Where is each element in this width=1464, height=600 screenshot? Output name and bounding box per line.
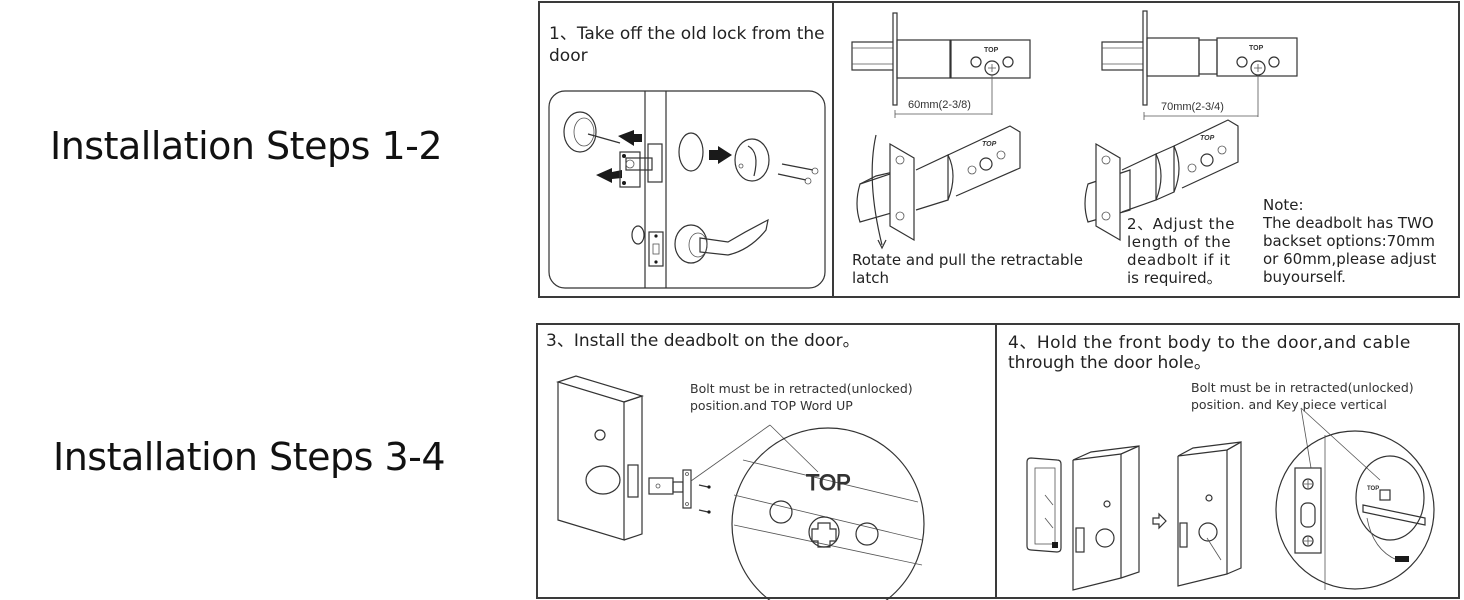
latch-top-view-70mm: TOP [1101,10,1298,120]
screws [777,163,819,185]
arrow-right-icon [709,146,732,164]
latch-perspective-adjust: TOP [1084,119,1239,242]
callout-leader [1300,407,1381,481]
old-lever-handle [674,218,769,264]
key-zoom-circle: TOP [1275,430,1435,590]
step1-heading-line2: door [549,46,588,66]
top-label: TOP [1249,45,1264,52]
deadbolt-latch [648,469,692,509]
old-deadbolt-cylinder [563,111,621,153]
step1-heading-line1: 1、Take off the old lock from the [549,24,825,44]
note-line3: or 60mm,please adjust [1263,250,1437,268]
door-block-left [1072,445,1140,591]
screws [698,484,711,514]
arrow-right-icon [1152,512,1167,530]
top-label: TOP [806,470,851,495]
row-title-steps-1-2: Installation Steps 1-2 [50,124,443,168]
step1-illustration [548,90,826,289]
old-latch [619,143,663,188]
strike-plate [648,231,664,267]
note-title: Note: [1263,196,1304,214]
callout-leader [769,424,819,473]
panel-divider [995,323,997,599]
note-line1: The deadbolt has TWO [1263,214,1434,232]
callout-leader [690,424,771,482]
latch-hole [631,225,645,245]
front-lock-body [1026,457,1062,553]
dimension-70mm: 70mm(2-3/4) [1161,101,1224,113]
step3-callout-line2: position.and TOP Word UP [690,398,853,413]
step3-heading: 3、Install the deadbolt on the door。 [546,331,860,351]
step3-illustration: TOP [556,375,925,600]
top-label: TOP [1367,486,1379,492]
dimension-60mm: 60mm(2-3/8) [908,99,971,111]
rotate-caption-line2: latch [852,269,889,287]
door-hole [678,132,704,172]
latch-perspective-rotate: TOP [856,125,1021,250]
old-thumbturn [734,138,770,182]
step4-illustration: TOP [1026,407,1435,591]
note-line2: backset options:70mm [1263,232,1435,250]
steps-1-2-frame [538,1,1460,298]
callout-leader [1300,407,1312,469]
top-zoom-circle: TOP [731,427,925,600]
arrow-left-icon [596,168,622,183]
step2-line1: 2、Adjust the [1127,215,1236,233]
rotate-caption-line1: Rotate and pull the retractable [852,251,1083,269]
step2-line2: length of the [1127,233,1232,251]
step2-line3: deadbolt if it [1127,251,1231,269]
top-label: TOP [982,141,997,148]
panel-divider [832,1,834,298]
top-label: TOP [984,47,999,54]
row-title-steps-3-4: Installation Steps 3-4 [53,435,446,479]
step4-heading-line2: through the door hole。 [1008,353,1211,373]
step4-callout-line1: Bolt must be in retracted(unlocked) [1191,380,1414,395]
step3-callout-line1: Bolt must be in retracted(unlocked) [690,381,913,396]
note-line4: buyourself. [1263,268,1346,286]
latch-top-view-60mm: TOP [851,12,1031,118]
door-block [556,375,644,541]
step2-illustration: TOP 60mm(2-3/8) TOP 70mm(2-3/4) [851,10,1298,250]
arrow-left-icon [618,130,642,146]
step4-heading-line1: 4、Hold the front body to the door,and ca… [1008,333,1411,353]
step4-callout-line2: position. and Key piece vertical [1191,397,1387,412]
step2-line4: is required。 [1127,269,1222,287]
top-label: TOP [1200,135,1215,142]
door-outline [548,90,826,289]
door-block-right [1177,440,1242,587]
